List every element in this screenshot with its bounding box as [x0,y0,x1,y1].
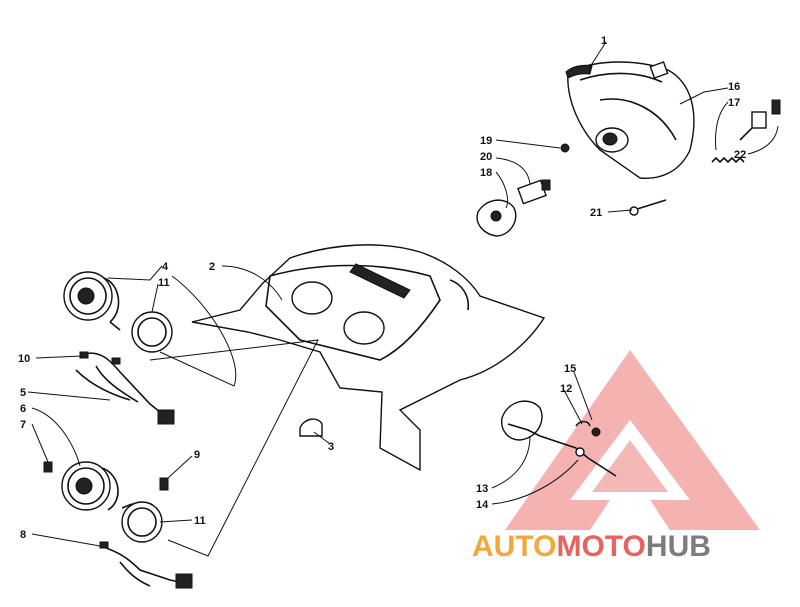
callout-13: 13 [476,483,488,495]
callout-20: 20 [480,151,492,163]
callout-17: 17 [728,97,740,109]
callout-1: 1 [601,35,607,47]
callout-14: 14 [476,499,489,511]
bulb-small-9 [159,477,169,491]
callout-3: 3 [328,441,334,453]
watermark-logo [505,350,760,530]
callout-4: 4 [162,261,169,273]
watermark-triangle-core [592,440,668,492]
leader-lines [27,41,779,557]
watermark-triangle-inner [570,420,690,500]
callout-9: 9 [194,449,200,461]
callout-21: 21 [590,207,602,219]
callout-12: 12 [560,383,572,395]
callout-5: 5 [20,387,26,399]
callout-6: 6 [20,403,26,415]
wiring-harness-lower [99,541,193,589]
bulb-small-7 [43,461,53,473]
gauge-lower [61,461,133,511]
hood-panel [191,244,546,472]
callout-labels: 1 2 3 4 5 6 7 8 9 10 11 11 12 13 14 15 1… [18,35,746,541]
callout-19: 19 [480,135,492,147]
watermark-moto: MOTO [556,530,645,563]
clip-part-3 [299,418,323,437]
svg-text:AUTOMOTOHUB: AUTOMOTOHUB [472,530,711,563]
callout-11-upper: 11 [158,277,170,289]
gauge-upper [63,271,121,331]
callout-22: 22 [734,149,746,161]
headlight-housing [565,61,695,179]
wiring-harness-upper [75,351,175,425]
watermark-text: AUTOMOTOHUB [472,530,711,563]
callout-8: 8 [20,529,26,541]
headlight-bulb-socket [476,179,551,237]
callout-15: 15 [564,363,576,375]
callout-2: 2 [209,261,215,273]
cable-knob-assembly [501,400,617,477]
callout-7: 7 [20,419,26,431]
callout-10: 10 [18,353,30,365]
bezel-ring-lower [121,501,163,543]
callout-11-lower: 11 [194,515,206,527]
bezel-ring-upper [131,311,173,353]
callout-16: 16 [728,81,740,93]
watermark-auto: AUTO [472,530,556,563]
callout-18: 18 [480,167,492,179]
watermark-hub: HUB [646,530,711,563]
headlight-spring-bolt [560,99,781,216]
